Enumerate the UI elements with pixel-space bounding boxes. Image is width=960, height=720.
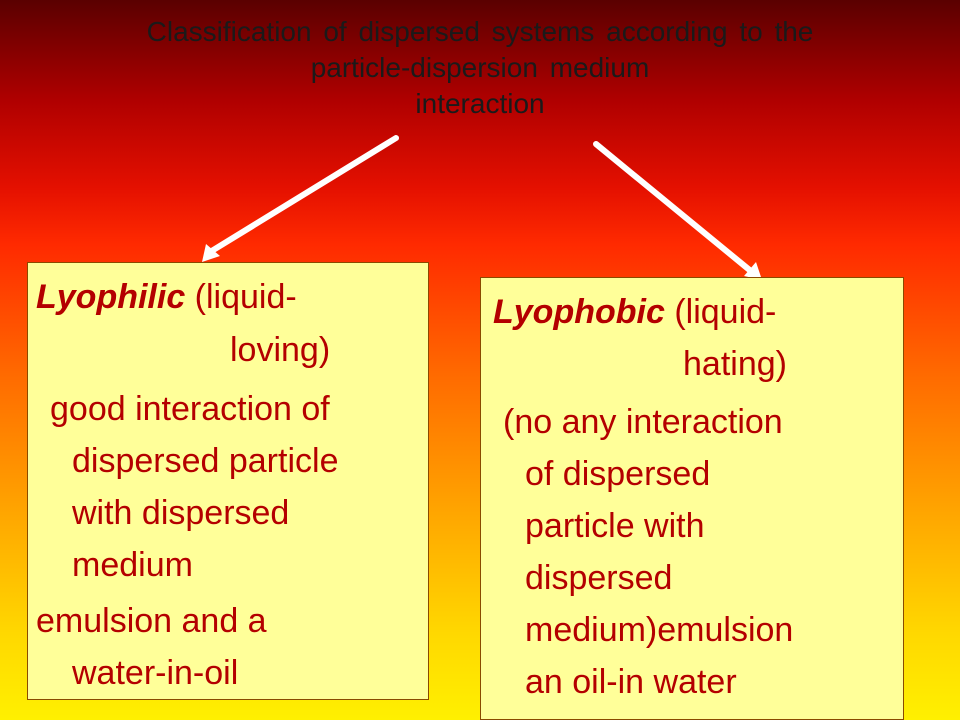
lyophilic-heading: Lyophilic (liquid- <box>36 275 297 319</box>
lyophilic-line-4: dispersed particle <box>72 442 339 480</box>
lyophilic-heading-rest: (liquid- <box>185 278 297 316</box>
diagram-title: Classification of dispersed systems acco… <box>40 14 920 122</box>
lyophilic-line-8: water-in-oil <box>72 654 239 692</box>
lyophilic-line-2: loving) <box>230 331 331 369</box>
lyophobic-line-3: (no any interaction <box>503 403 783 441</box>
lyophilic-line-7: emulsion and a <box>36 602 267 640</box>
lyophilic-line-5: with dispersed <box>72 494 290 532</box>
lyophobic-line-5: particle with <box>525 507 705 545</box>
lyophobic-line-2: hating) <box>683 345 787 383</box>
lyophilic-term: Lyophilic <box>36 278 186 316</box>
title-line-1: Classification of dispersed systems acco… <box>146 16 814 47</box>
lyophobic-box: Lyophobic (liquid- hating) (no any inter… <box>480 277 904 720</box>
lyophilic-line-6: medium <box>72 546 193 584</box>
lyophobic-line-7: medium)emulsion <box>525 611 794 649</box>
lyophilic-box: Lyophilic (liquid- loving) good interact… <box>27 262 429 700</box>
title-line-3: interaction <box>415 88 545 119</box>
lyophobic-heading: Lyophobic (liquid- <box>493 290 776 334</box>
lyophobic-line-4: of dispersed <box>525 455 711 493</box>
arrow-left <box>202 135 399 262</box>
arrow-right <box>593 141 762 280</box>
title-line-2: particle-dispersion medium <box>310 52 650 83</box>
lyophobic-line-8: an oil-in water <box>525 663 737 701</box>
lyophobic-heading-rest: (liquid- <box>664 293 777 331</box>
lyophobic-line-6: dispersed <box>525 559 673 597</box>
lyophilic-line-3: good interaction of <box>50 390 330 428</box>
lyophobic-term: Lyophobic <box>493 293 665 331</box>
